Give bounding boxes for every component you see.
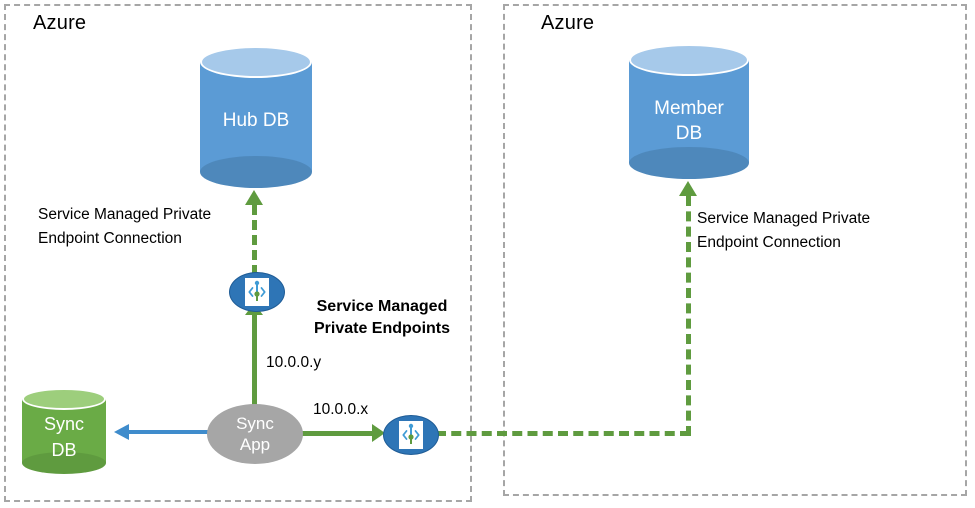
node-sync-db[interactable]: Sync DB: [22, 388, 106, 474]
annotation-hub-connection: Service Managed Private Endpoint Connect…: [38, 206, 212, 247]
hub-db-bottom: [200, 156, 312, 188]
annotation-service-managed-private-endpoints: Service Managed Private Endpoints: [313, 298, 451, 337]
connector-sync-app-to-endpoint-hub: [252, 312, 257, 408]
sync-db-bottom: [22, 452, 106, 474]
label-ip-member-endpoint: 10.0.0.x: [313, 401, 369, 418]
connector-endpoint-member-vertical: [686, 196, 691, 436]
label-ip-hub-endpoint: 10.0.0.y: [266, 354, 322, 371]
connector-sync-app-to-sync-db: [128, 430, 210, 434]
private-endpoint-icon: [245, 278, 269, 306]
arrowhead-endpoint-to-hub-db: [245, 190, 263, 205]
node-hub-db[interactable]: Hub DB: [200, 46, 312, 188]
hub-db-body: [200, 62, 312, 172]
node-private-endpoint-member[interactable]: [383, 415, 439, 455]
hub-db-top: [200, 46, 312, 78]
member-db-label: Member DB: [654, 98, 724, 144]
hub-db-label: Hub DB: [222, 110, 290, 131]
azure-label-left: Azure: [33, 12, 87, 34]
member-db-body: [629, 60, 749, 163]
connector-endpoint-member-horizontal: [436, 431, 690, 436]
arrowhead-sync-app-to-sync-db: [114, 424, 129, 440]
azure-boundary-right: [503, 4, 967, 496]
member-db-top: [629, 44, 749, 76]
connector-endpoint-to-hub-db: [252, 205, 257, 275]
azure-boundary-left: [4, 4, 472, 502]
arrowhead-endpoint-to-member-db: [679, 181, 697, 196]
sync-db-label: Sync DB: [43, 414, 85, 460]
private-endpoint-icon: [399, 421, 423, 449]
azure-label-right: Azure: [541, 12, 595, 34]
node-private-endpoint-hub[interactable]: [229, 272, 285, 312]
arrowhead-sync-app-to-endpoint-member: [372, 424, 385, 442]
member-db-bottom: [629, 147, 749, 179]
node-member-db[interactable]: Member DB: [629, 44, 749, 179]
node-sync-app[interactable]: Sync App: [207, 404, 303, 464]
sync-db-top: [22, 388, 106, 410]
annotation-member-connection: Service Managed Private Endpoint Connect…: [697, 210, 871, 251]
connector-sync-app-to-endpoint-member: [300, 431, 374, 436]
